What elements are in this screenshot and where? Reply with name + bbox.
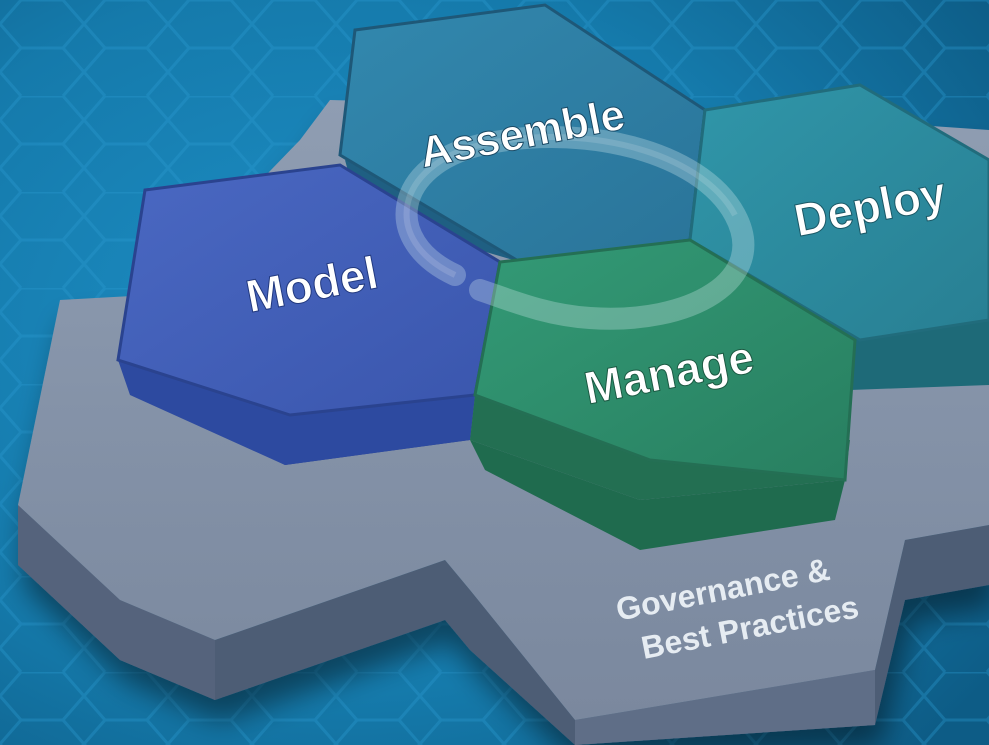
assemble-hexagon [338, 3, 707, 264]
manage-hexagon [470, 238, 857, 550]
cycle-arrow-icon [395, 126, 755, 330]
deploy-hexagon [688, 83, 989, 390]
